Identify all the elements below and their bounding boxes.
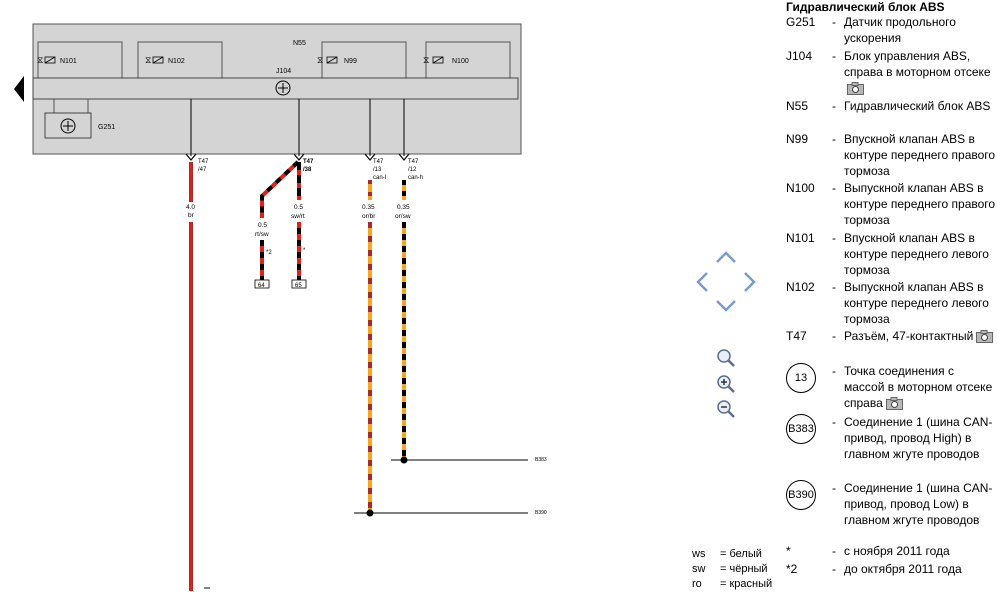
wire-size: 0.35 [397, 204, 410, 211]
valve-label: N100 [452, 58, 469, 65]
wire-color: or/sw [395, 213, 411, 220]
connection-symbol: B390 [786, 480, 816, 510]
connector-pin [293, 153, 305, 161]
connector-bus: can-l [373, 175, 386, 181]
ref-label: 64 [258, 283, 265, 289]
sensor-label: G251 [98, 124, 115, 131]
wire-note: *2 [266, 250, 272, 256]
valve-n100: ⧖ N100 [423, 41, 511, 78]
connector-pin [185, 153, 197, 161]
pan-right-button[interactable] [736, 268, 764, 296]
legend-title: Гидравлический блок ABS [786, 0, 945, 14]
color-key: ws= белый sw= чёрный ro= красный [692, 547, 772, 592]
pan-down-button[interactable] [712, 292, 740, 320]
ground-point-symbol: 13 [786, 363, 816, 393]
wire-size: 4.0 [186, 204, 195, 211]
connector-pin [398, 153, 410, 161]
wire-color: or/br [362, 213, 376, 220]
junction-dot [400, 456, 408, 464]
color-key-row: ro= красный [692, 578, 773, 590]
zoom-in-icon [717, 375, 735, 393]
zoom-out-button[interactable] [712, 395, 740, 423]
collapse-arrow-icon[interactable] [14, 76, 24, 102]
ref-box [254, 279, 270, 289]
wire-color: br [188, 212, 195, 219]
connector-sub: /13 [373, 167, 382, 173]
svg-text:⧖: ⧖ [423, 55, 429, 65]
valve-label: N102 [168, 58, 185, 65]
valve-label: N101 [60, 58, 77, 65]
arrow-left-icon [696, 272, 708, 292]
svg-text:⧖: ⧖ [37, 55, 43, 65]
connector-sub: /12 [408, 167, 417, 173]
arrow-up-icon [716, 251, 736, 263]
bus-label: B383 [535, 457, 547, 463]
wire-size: 0.35 [362, 204, 375, 211]
valve-n102: ⧖ N102 [137, 41, 223, 78]
connector-label: T47 [303, 159, 314, 165]
svg-text:⧖: ⧖ [317, 55, 323, 65]
connector-pin [364, 153, 376, 161]
bus-label: B390 [535, 510, 547, 516]
valve-n99: ⧖ N99 [317, 41, 407, 78]
arrow-down-icon [716, 300, 736, 312]
zoom-out-icon [717, 400, 735, 418]
connector-label: T47 [198, 159, 209, 165]
wire-size: 0.5 [294, 204, 303, 211]
camera-icon[interactable] [847, 82, 864, 95]
wire-color: rt/sw [255, 231, 269, 238]
connector-label: T47 [408, 159, 419, 165]
color-key-row: sw= чёрный [692, 563, 768, 575]
junction-dot [366, 509, 374, 517]
camera-icon[interactable] [885, 397, 903, 410]
sensor-symbol-icon [60, 118, 76, 134]
zoom-fit-icon [717, 349, 735, 367]
connector-sub: /47 [198, 167, 207, 173]
pan-left-button[interactable] [688, 268, 716, 296]
camera-icon[interactable] [976, 330, 994, 343]
wiring-diagram: N55 ⧖ N101 ⧖ N102 ⧖ N99 ⧖ N100 J104 [14, 23, 547, 591]
wire-color: sw/rt [291, 213, 305, 220]
ref-box [291, 279, 307, 289]
legend-panel: Гидравлический блок ABS G251- Датчик про… [786, 0, 996, 527]
ref-label: 65 [295, 283, 302, 289]
ecu-symbol-icon [275, 80, 291, 96]
zoom-fit-button[interactable] [712, 344, 740, 372]
connection-symbol: B383 [786, 414, 816, 444]
ecu-j104 [32, 77, 519, 100]
arrow-right-icon [744, 272, 756, 292]
block-label: N55 [293, 40, 306, 47]
valve-n101: ⧖ N101 [37, 41, 123, 78]
wire-note: * [303, 248, 306, 254]
connector-label: T47 [373, 159, 384, 165]
svg-text:⧖: ⧖ [145, 55, 151, 65]
ecu-label: J104 [276, 68, 291, 75]
wire-size: 0.5 [258, 222, 267, 229]
zoom-in-button[interactable] [712, 370, 740, 398]
valve-label: N99 [344, 58, 357, 65]
connector-bus: can-h [408, 175, 423, 181]
connector-sub: /38 [303, 167, 312, 173]
color-key-row: ws= белый [692, 548, 762, 560]
pan-up-button[interactable] [712, 243, 740, 271]
